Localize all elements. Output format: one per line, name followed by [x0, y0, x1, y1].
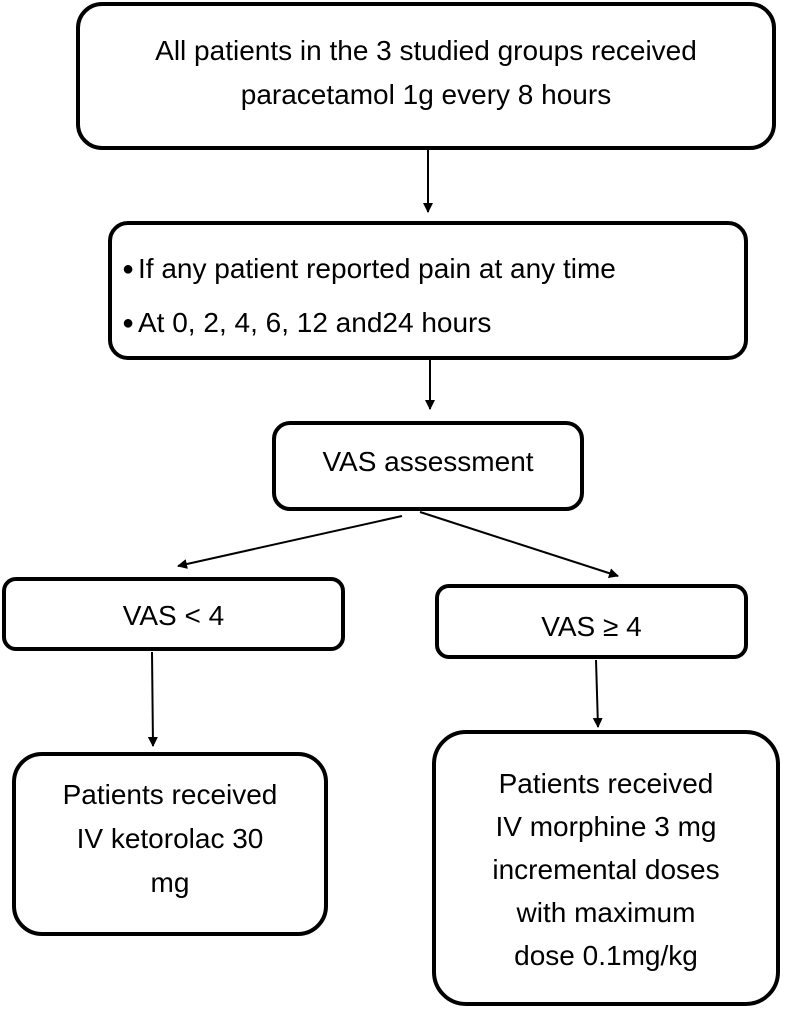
branch-high-label: VAS ≥ 4	[541, 610, 642, 642]
trigger-bullet-item: ● At 0, 2, 4, 6, 12 and24 hours	[122, 296, 616, 350]
branch-low-box: VAS < 4	[2, 577, 345, 651]
outcome-low-line: IV ketorolac 30	[76, 823, 264, 854]
trigger-bullet-text: At 0, 2, 4, 6, 12 and24 hours	[138, 307, 492, 338]
outcome-low-line: mg	[150, 867, 190, 898]
trigger-bullet-text: If any patient reported pain at any time	[138, 253, 616, 284]
bullet-icon: ●	[122, 312, 135, 334]
arrow-high-to-outcome	[592, 659, 603, 728]
assessment-label: VAS assessment	[322, 446, 534, 477]
outcome-high-line: with maximum	[516, 897, 696, 928]
outcome-high-line: IV morphine 3 mg	[495, 811, 717, 842]
arrow-low-to-outcome	[147, 651, 158, 747]
assessment-box: VAS assessment	[272, 421, 584, 511]
arrow-assessment-to-high	[419, 511, 619, 578]
outcome-low-box: Patients received IV ketorolac 30 mg	[12, 752, 328, 936]
trigger-bullet-list: ● If any patient reported pain at any ti…	[122, 242, 616, 350]
start-box: All patients in the 3 studied groups rec…	[76, 2, 776, 150]
arrow-assessment-to-low	[177, 515, 403, 569]
start-box-line-1: All patients in the 3 studied groups rec…	[155, 35, 697, 66]
branch-low-label: VAS < 4	[122, 600, 225, 631]
outcome-high-box: Patients received IV morphine 3 mg incre…	[432, 730, 780, 1006]
bullet-icon: ●	[122, 258, 135, 280]
outcome-high-line: Patients received	[498, 768, 714, 799]
outcome-high-line: dose 0.1mg/kg	[514, 940, 698, 971]
start-box-line-2: paracetamol 1g every 8 hours	[240, 79, 612, 110]
branch-high-box: VAS ≥ 4	[435, 584, 748, 659]
outcome-low-line: Patients received	[62, 779, 278, 810]
trigger-bullet-item: ● If any patient reported pain at any ti…	[122, 242, 616, 296]
trigger-box	[108, 221, 748, 360]
outcome-high-line: incremental doses	[492, 854, 720, 885]
